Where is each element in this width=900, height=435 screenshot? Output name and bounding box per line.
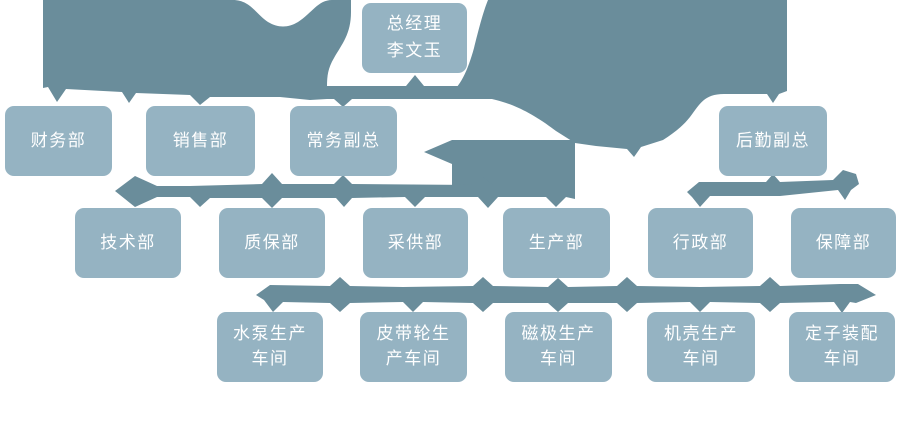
node-support-dept: 保障部 — [791, 208, 896, 278]
node-finance-dept: 财务部 — [5, 106, 112, 176]
node-label: 保障部 — [815, 232, 872, 253]
node-pulley-workshop: 皮带轮生 产车间 — [360, 312, 467, 382]
connector-production-to-workshops — [256, 277, 876, 313]
node-stator-assembly-workshop: 定子装配 车间 — [789, 312, 895, 382]
node-label: 后勤副总 — [736, 130, 810, 151]
node-label: 行政部 — [672, 232, 729, 253]
node-label: 采供部 — [387, 232, 444, 253]
node-label-line2: 车间 — [251, 349, 289, 369]
node-label: 机壳生产 — [664, 324, 738, 344]
node-executive-deputy-gm: 常务副总 — [290, 106, 397, 176]
node-label: 水泵生产 — [233, 324, 307, 344]
node-logistics-deputy-gm: 后勤副总 — [719, 106, 827, 176]
connector-executive-deputy-to-depts — [115, 173, 575, 208]
node-label-line2: 车间 — [823, 349, 861, 369]
node-label: 皮带轮生 — [376, 324, 451, 344]
node-procurement-dept: 采供部 — [363, 208, 468, 278]
node-technology-dept: 技术部 — [75, 208, 181, 278]
connector-gm-branch — [43, 0, 787, 207]
node-label: 常务副总 — [306, 130, 381, 151]
node-admin-dept: 行政部 — [648, 208, 753, 278]
node-label: 质保部 — [244, 232, 300, 253]
node-label: 定子装配 — [805, 324, 879, 344]
node-general-manager: 总经理 李文玉 — [362, 3, 467, 73]
node-label: 销售部 — [172, 130, 229, 151]
node-sales-dept: 销售部 — [146, 106, 255, 176]
node-label: 磁极生产 — [521, 324, 596, 344]
node-quality-dept: 质保部 — [219, 208, 325, 278]
node-title: 总经理 — [386, 14, 443, 34]
node-person-name: 李文玉 — [386, 41, 443, 61]
node-label: 技术部 — [100, 232, 156, 253]
node-pump-workshop: 水泵生产 车间 — [217, 312, 323, 382]
node-label: 生产部 — [528, 232, 585, 253]
node-casing-workshop: 机壳生产 车间 — [647, 312, 755, 382]
node-magnetic-pole-workshop: 磁极生产 车间 — [505, 312, 612, 382]
node-label-line2: 车间 — [540, 349, 577, 369]
connector-logistics-deputy-to-depts — [687, 170, 859, 207]
node-production-dept: 生产部 — [503, 208, 610, 278]
node-label: 财务部 — [30, 130, 87, 151]
node-label-line2: 车间 — [682, 349, 720, 369]
node-label-line2: 产车间 — [385, 349, 442, 369]
